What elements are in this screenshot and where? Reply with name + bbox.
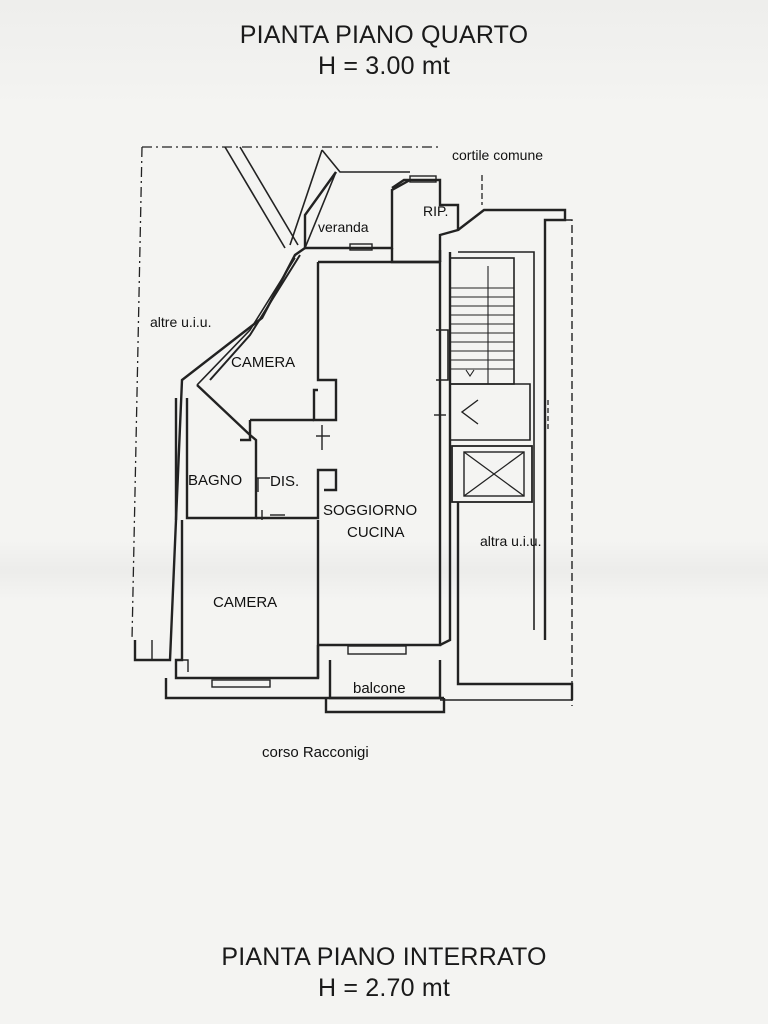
label-rip: RIP. [423, 203, 448, 219]
label-camera-lower: CAMERA [213, 594, 277, 611]
scan-header-band [0, 0, 768, 110]
label-dis: DIS. [270, 473, 299, 490]
label-balcone: balcone [353, 680, 406, 697]
label-altre-uiu: altre u.i.u. [150, 314, 211, 330]
veranda-wall [303, 171, 337, 248]
label-camera-upper: CAMERA [231, 354, 295, 371]
bottom-heading: PIANTA PIANO INTERRATO H = 2.70 mt [0, 942, 768, 1004]
bottom-heading-title: PIANTA PIANO INTERRATO [221, 943, 547, 971]
label-veranda: veranda [318, 219, 369, 235]
boundary-left-line [131, 146, 143, 641]
stair-treads [450, 266, 514, 384]
label-cortile-comune: cortile comune [452, 147, 543, 163]
top-heading-height: H = 3.00 mt [317, 52, 451, 80]
top-heading-title: PIANTA PIANO QUARTO [239, 21, 529, 49]
bottom-heading-height: H = 2.70 mt [317, 974, 451, 1002]
label-soggiorno: SOGGIORNO [323, 502, 417, 519]
label-street: corso Racconigi [262, 744, 369, 761]
top-heading: PIANTA PIANO QUARTO H = 3.00 mt [0, 20, 768, 82]
scan-shadow [0, 540, 768, 600]
label-altra-uiu: altra u.i.u. [480, 533, 541, 549]
label-bagno: BAGNO [188, 472, 242, 489]
label-cucina: CUCINA [347, 524, 405, 541]
